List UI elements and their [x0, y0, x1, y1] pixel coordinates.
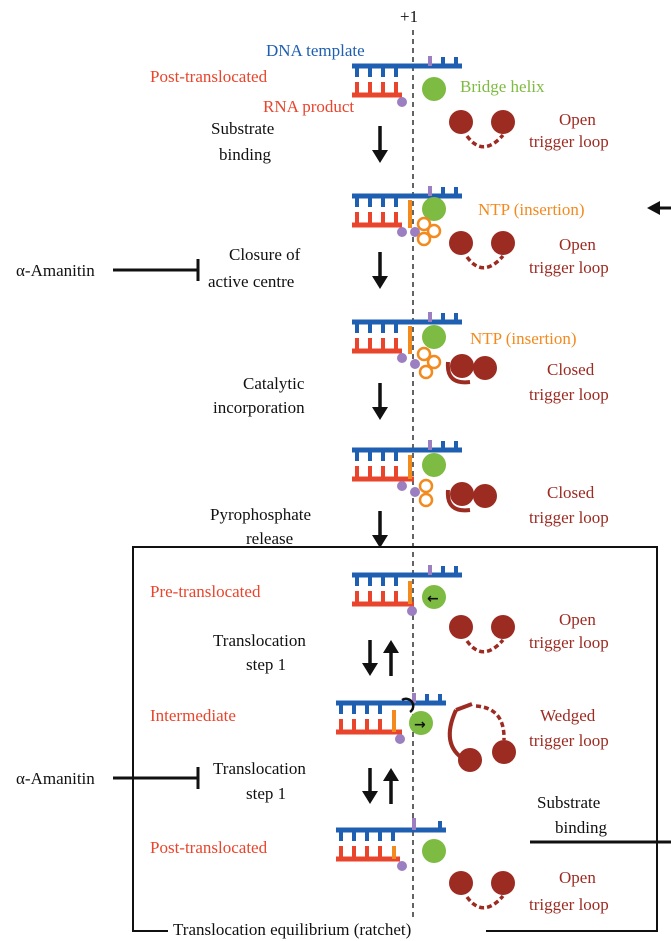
- loop-state-1b: trigger loop: [529, 132, 609, 151]
- loop-state-3b: trigger loop: [529, 385, 609, 404]
- loop-state-3a: Closed: [547, 360, 595, 379]
- inhibitor-amanitin-2: α-Amanitin: [16, 769, 95, 788]
- step-6-line-2: step 1: [246, 784, 286, 803]
- bridge-helix-4: [422, 453, 446, 477]
- step-5-line-2: step 1: [246, 655, 286, 674]
- loop-state-6a: Wedged: [540, 706, 596, 725]
- label-post-translocated-2: Post-translocated: [150, 838, 268, 857]
- inhibition-bar-2: [113, 767, 200, 789]
- loop-state-6b: trigger loop: [529, 731, 609, 750]
- equilibrium-arrows-1: [362, 640, 399, 676]
- step-1-line-2: binding: [219, 145, 271, 164]
- arrow-down-3: [372, 383, 388, 420]
- complex-ntp-insertion-open: NTP (insertion) Open trigger loop: [352, 186, 609, 277]
- step-7-line-1: Substrate: [537, 793, 600, 812]
- label-post-translocated-1: Post-translocated: [150, 67, 268, 86]
- complex-post-translocated-1: DNA template Post-translocated RNA produ…: [150, 41, 609, 151]
- loop-state-5a: Open: [559, 610, 596, 629]
- bridge-helix-6: [409, 711, 433, 735]
- loop-state-5b: trigger loop: [529, 633, 609, 652]
- arrow-down-2: [372, 252, 388, 289]
- loop-state-7b: trigger loop: [529, 895, 609, 914]
- loop-state-2b: trigger loop: [529, 258, 609, 277]
- bridge-helix-7: [422, 839, 446, 863]
- complex-pre-translocated: Pre-translocated ← Open trigger loop: [150, 565, 609, 654]
- svg-text:→: →: [414, 717, 426, 733]
- step-4-line-1: Pyrophosphate: [210, 505, 311, 524]
- equilibrium-arrows-2: [362, 768, 399, 804]
- label-dna-template: DNA template: [266, 41, 365, 60]
- arrow-down-1: [372, 126, 388, 163]
- loop-state-1a: Open: [559, 110, 596, 129]
- step-6-line-1: Translocation: [213, 759, 306, 778]
- inhibitor-amanitin-1: α-Amanitin: [16, 261, 95, 280]
- complex-ntp-insertion-closed: NTP (insertion) Closed trigger loop: [352, 312, 609, 404]
- bridge-helix-5: [422, 585, 446, 609]
- step-3-line-1: Catalytic: [243, 374, 305, 393]
- loop-state-2a: Open: [559, 235, 596, 254]
- step-3-line-2: incorporation: [213, 398, 305, 417]
- inhibition-bar-1: [113, 259, 200, 281]
- complex-incorporated-closed: Closed trigger loop: [352, 440, 609, 527]
- box-caption: Translocation equilibrium (ratchet): [173, 920, 411, 939]
- loop-state-7a: Open: [559, 868, 596, 887]
- complex-intermediate: Intermediate → Wedged trigger loop: [150, 693, 609, 772]
- bridge-helix-2: [422, 197, 446, 221]
- arrow-down-4: [372, 511, 388, 548]
- label-pre-translocated: Pre-translocated: [150, 582, 261, 601]
- incoming-substrate-arrow: [647, 201, 671, 215]
- step-2-line-2: active centre: [208, 272, 294, 291]
- loop-state-4a: Closed: [547, 483, 595, 502]
- label-ntp-insertion-1: NTP (insertion): [478, 200, 585, 219]
- loop-state-4b: trigger loop: [529, 508, 609, 527]
- step-5-line-1: Translocation: [213, 631, 306, 650]
- step-4-line-2: release: [246, 529, 293, 548]
- label-ntp-insertion-2: NTP (insertion): [470, 329, 577, 348]
- step-1-line-1: Substrate: [211, 119, 274, 138]
- label-intermediate: Intermediate: [150, 706, 236, 725]
- step-2-line-1: Closure of: [229, 245, 301, 264]
- label-rna-product: RNA product: [263, 97, 354, 116]
- plus-one-marker: +1: [400, 7, 418, 26]
- bridge-helix-3: [422, 325, 446, 349]
- svg-text:←: ←: [427, 591, 439, 607]
- step-7-line-2: binding: [555, 818, 607, 837]
- bridge-helix-1: [422, 77, 446, 101]
- label-bridge-helix: Bridge helix: [460, 77, 545, 96]
- complex-post-translocated-2: Post-translocated Open trigger loop: [150, 818, 609, 914]
